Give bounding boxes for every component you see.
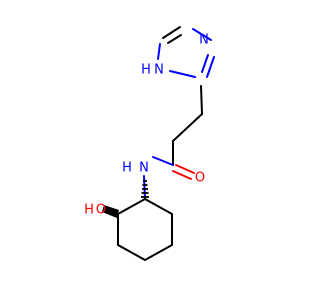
carbonyl-o-label: O <box>195 171 205 186</box>
bond-cyclohexane-c4-c5 <box>144 244 173 261</box>
bond-imidazole-c4-c5 <box>162 26 181 39</box>
hydroxyl-o-label: O <box>96 203 106 218</box>
bond-cyclohexane-c6-c1 <box>144 198 173 215</box>
imidazole-n-label: N <box>199 33 209 48</box>
bonds <box>117 26 215 261</box>
hydroxyl-h-label: H <box>84 203 94 218</box>
bond-ch2-ch2 <box>172 113 203 142</box>
bond-imidazole-c4-c5-inner <box>167 34 182 44</box>
bond-carbonyl-oxygen <box>175 164 195 174</box>
stereo-wedge-bond <box>102 205 119 218</box>
molecule-structure: N N H N H O H O <box>84 26 215 261</box>
bond-imidazole-n1-c4 <box>157 43 161 60</box>
bond-imidazole-c2-ch2 <box>200 85 203 115</box>
bond-imidazole-n3-c2 <box>206 56 215 78</box>
bond-carbonyl-oxygen-double <box>172 170 192 180</box>
bond-cyclohexane-c3-c4 <box>117 244 146 261</box>
stereo-hashed-bond <box>141 180 149 198</box>
bond-cyclohexane-c1-c2 <box>117 198 146 215</box>
bond-imidazole-c2-n1 <box>169 70 196 78</box>
amide-h-label: H <box>122 161 132 176</box>
imidazole-h-label: H <box>141 63 151 78</box>
atom-labels: N N H N H O H O <box>84 33 209 218</box>
bond-imidazole-c5-n3 <box>192 28 212 41</box>
amide-n-label: N <box>139 161 149 176</box>
bond-amide-n-cyclohexyl <box>143 175 146 200</box>
bond-imidazole-n3-c2-inner <box>201 54 209 73</box>
imidazole-nh-label: N <box>154 63 164 78</box>
bond-carbonyl-amide-n <box>152 156 174 166</box>
molecule-canvas: N N H N H O H O <box>84 26 215 261</box>
